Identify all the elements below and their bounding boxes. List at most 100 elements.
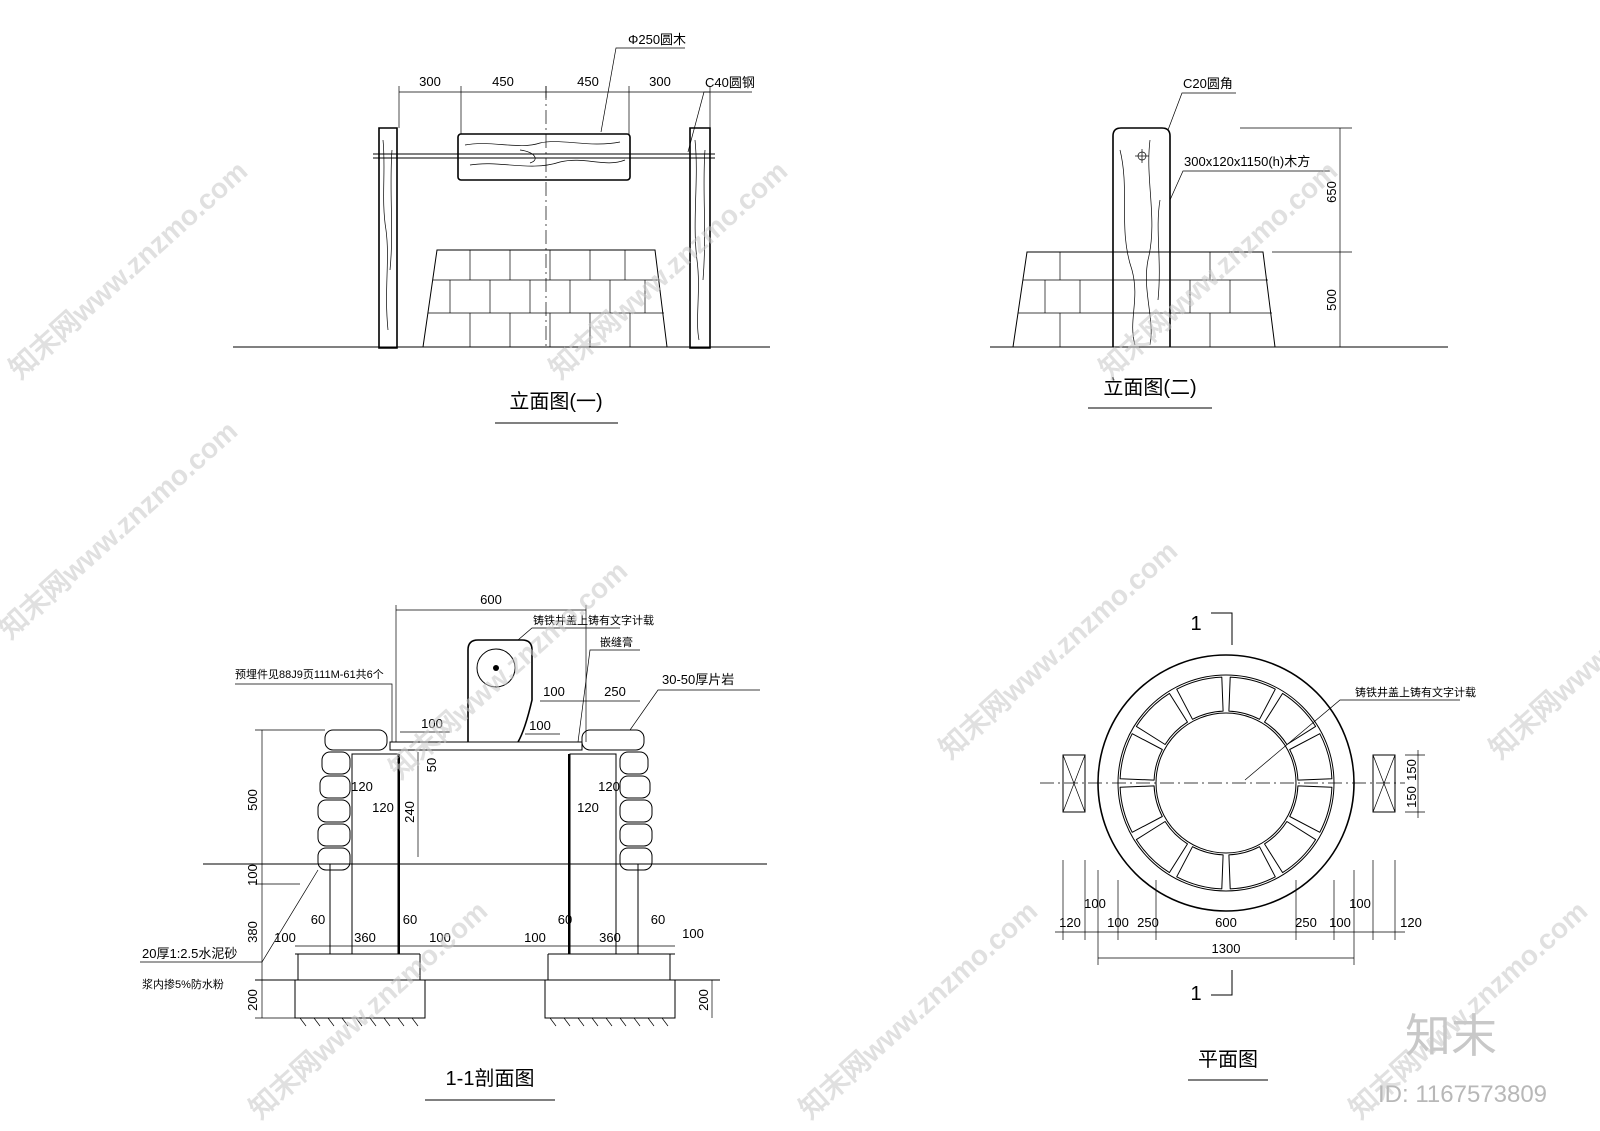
watermark-1: 知末网www.znzmo.com [3,154,254,384]
seal-note: 嵌缝膏 [600,635,633,649]
mortar-note-1: 20厚1:2.5水泥砂 [142,946,237,961]
elevation1-title: 立面图(一) [509,390,602,413]
dim-240: 240 [402,801,417,823]
plan-stone [1135,821,1188,874]
plan-cover-note: 铸铁井盖上铸有文字计载 [1355,685,1476,699]
dim-100-c: 100 [529,718,551,733]
log-label: Φ250圆木 [628,32,686,47]
plan-stone [1176,846,1224,890]
plan-dim-120-a: 120 [1059,915,1081,930]
dim-100-a: 100 [543,684,565,699]
stone-note: 30-50厚片岩 [662,672,734,687]
plan-post-left [1062,754,1086,813]
plan-dim-100-a: 100 [1084,896,1106,911]
bdim-60-c: 60 [558,912,572,927]
plan-dim-250-a: 250 [1137,915,1159,930]
left-stones [317,729,388,871]
cover-note: 铸铁井盖上铸有文字计载 [533,613,654,627]
bdim-360-b: 360 [599,930,621,945]
dim-120-d: 120 [577,800,599,815]
bdim-60-a: 60 [311,912,325,927]
plan-dim-250-b: 250 [1295,915,1317,930]
dim-120-b: 120 [372,800,394,815]
dim-650: 650 [1324,181,1339,203]
plan-stone [1289,785,1333,833]
plan-dim-1300: 1300 [1212,941,1241,956]
dim-200-left: 200 [245,989,260,1011]
plan-view: 1 1 铸铁井盖上铸有文字计载 150 150 120 100 100 250 … [1040,612,1476,1081]
dim-200-right: 200 [696,989,711,1011]
plan-stone [1228,676,1276,720]
plan-dim-600: 600 [1215,915,1237,930]
bdim-100-c: 100 [524,930,546,945]
plan-stones [1119,676,1333,890]
plan-stone [1228,846,1276,890]
right-stones [581,729,653,871]
well-wall [422,249,668,348]
watermark-9: 知末网www.znzmo.com [793,894,1044,1124]
log [457,133,631,181]
watermark-id: ID: 1167573809 [1378,1081,1547,1108]
watermark-2: 知末网www.znzmo.com [543,154,794,384]
section-dim-600: 600 [480,592,502,607]
plan-dim-150-b: 150 [1404,786,1419,808]
dim-50: 50 [424,758,439,772]
bdim-360-a: 360 [354,930,376,945]
plan-dim-100-d: 100 [1349,896,1371,911]
plan-stone [1289,733,1333,781]
cut-mark-top: 1 [1190,613,1201,635]
elevation-2: C20圆角 300x120x1150(h)木方 650 500 立面图(二) [990,76,1448,409]
watermark-brand: 知末 [1405,1010,1497,1062]
right-post [689,127,711,349]
outer-ring [1097,654,1355,912]
rod-label: C40圆钢 [705,75,755,90]
wood-post [1112,127,1171,347]
embed-note: 预埋件见88J9页111M-61共6个 [235,668,384,681]
watermark-6: 知末网www.znzmo.com [933,534,1184,764]
dim-500: 500 [1324,289,1339,311]
plan-dim-150-a: 150 [1404,759,1419,781]
cover-circle [1155,712,1297,854]
watermark-3: 知末网www.znzmo.com [1093,154,1344,384]
dim-300-right: 300 [649,74,671,89]
cover-handle [467,639,533,743]
plan-stone [1176,676,1224,720]
corner-label: C20圆角 [1183,76,1233,91]
dim-450-right: 450 [577,74,599,89]
iron-cover [389,741,583,751]
plan-dim-100-b: 100 [1107,915,1129,930]
dim-500-sec: 500 [245,789,260,811]
plan-dim-100-c: 100 [1329,915,1351,930]
plan-stone [1135,692,1188,745]
elevation2-title: 立面图(二) [1103,376,1196,399]
plan-stone [1119,733,1163,781]
dim-100-b: 100 [421,716,443,731]
cut-mark-bottom: 1 [1190,983,1201,1005]
section-title: 1-1剖面图 [446,1067,535,1090]
left-post [378,127,398,349]
mortar-note-2: 浆内掺5%防水粉 [142,977,224,991]
well-wall-2 [1012,251,1276,348]
plan-post-right [1372,754,1396,813]
watermarks: 知末网www.znzmo.com 知末网www.znzmo.com 知末网www… [0,154,1600,1124]
dim-300-left: 300 [419,74,441,89]
bdim-100-b: 100 [429,930,451,945]
plan-stone [1264,692,1317,745]
section-1-1: 600 铸铁井盖上铸有文字计载 嵌缝膏 30-50厚片岩 预埋件见88J9页11… [140,592,767,1101]
watermark-7: 知末网www.znzmo.com [1483,534,1600,764]
plan-title: 平面图 [1198,1049,1258,1071]
watermark-4: 知末网www.znzmo.com [0,414,243,644]
bdim-100-a: 100 [274,930,296,945]
dim-250: 250 [604,684,626,699]
dim-120-a: 120 [351,779,373,794]
plan-stone [1119,785,1163,833]
bdim-100-d: 100 [682,926,704,941]
bdim-60-d: 60 [651,912,665,927]
post-label: 300x120x1150(h)木方 [1184,154,1310,169]
right-footing [544,979,676,1019]
elevation-1: 300 450 450 300 Φ250圆木 C40圆钢 立面图(一) [233,32,770,424]
plan-dim-120-b: 120 [1400,915,1422,930]
dim-450-left: 450 [492,74,514,89]
bdim-60-b: 60 [403,912,417,927]
